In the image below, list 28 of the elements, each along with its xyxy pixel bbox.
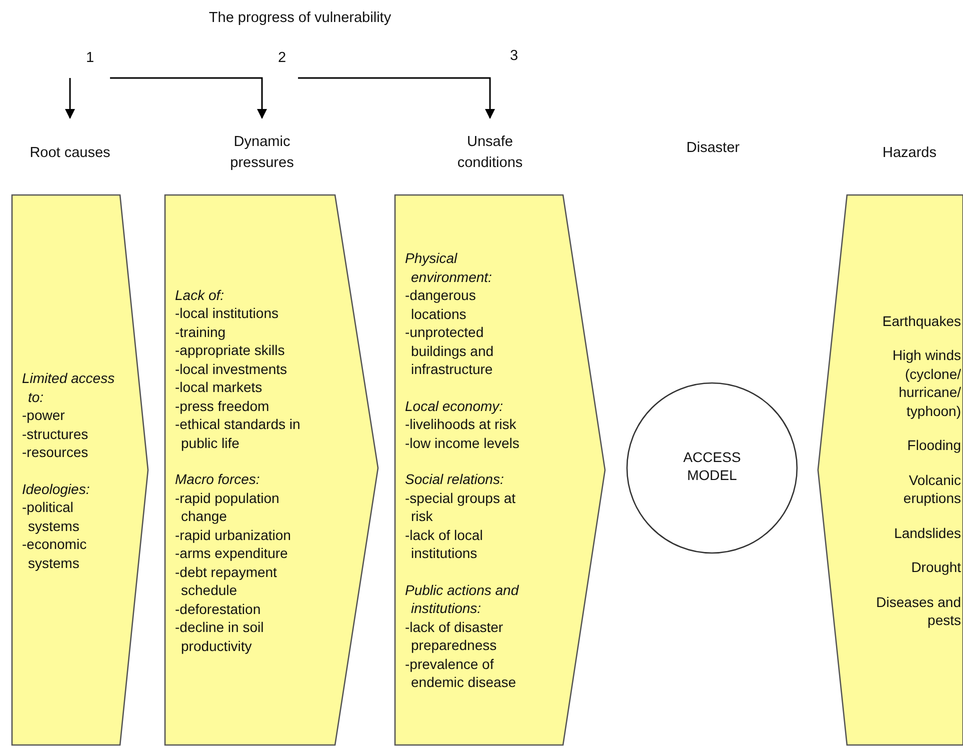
list-text: Diseases and pests xyxy=(875,592,961,630)
list-text: Social relations: -special groups at risk -lack of local institutions xyxy=(405,470,517,563)
arrow xyxy=(110,77,267,119)
list-text: Ideologies: -political systems -economic systems xyxy=(22,480,91,572)
column-heading: Dynamic pressures xyxy=(229,133,295,173)
list-text: Physical environment: -dangerous locations -unprotected buildings and infrastructure xyxy=(405,249,495,379)
circle-label: ACCESS MODEL xyxy=(682,448,742,484)
arrow xyxy=(65,78,75,119)
step-number: 1 xyxy=(60,48,120,78)
list-text: Public actions and institutions: -lack of disaster preparedness -prevalence of endemic disease xyxy=(405,580,520,692)
list-text: Landslides xyxy=(893,524,961,542)
list-text: Lack of: -local institutions -training -appropriate skills -local investments -local markets -press freedom -ethical standards in public life xyxy=(175,286,302,452)
step-number: 2 xyxy=(264,48,300,78)
arrow xyxy=(298,77,495,119)
step-number: Disaster xyxy=(685,140,741,158)
list-text: Limited access to: -power -structures -resources xyxy=(22,369,116,462)
list-text: Macro forces: -rapid population change -rapid urbanization -arms expenditure -debt repayment schedule -deforestation -decline in soil productivity xyxy=(175,470,292,656)
column-heading: Root causes xyxy=(28,144,112,162)
list-text: Local economy: -livelihoods at risk -low income levels xyxy=(405,396,520,452)
column-heading: Hazards xyxy=(882,144,938,162)
list-text: Earthquakes xyxy=(881,312,961,330)
list-text: Flooding xyxy=(906,436,961,454)
step-number: 3 xyxy=(508,48,520,66)
list-text: Drought xyxy=(910,558,961,576)
column-heading: Unsafe conditions xyxy=(456,133,524,173)
list-text: High winds (cyclone/ hurricane/ typhoon) xyxy=(892,346,961,420)
list-text: Volcanic eruptions xyxy=(902,470,961,508)
title: The progress of vulnerability xyxy=(208,10,392,26)
